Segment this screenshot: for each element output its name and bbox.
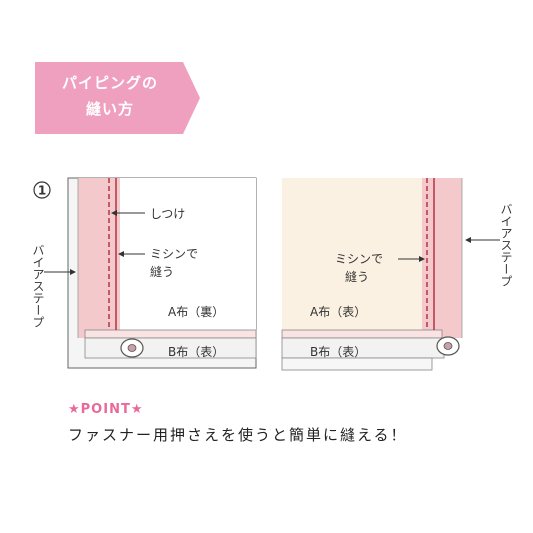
step-2-bias-tape-strip (422, 178, 462, 338)
step-1-machine-label-1: ミシンで (150, 247, 198, 261)
step-2-fabric-a-edge (281, 329, 443, 339)
step-2-fabric-b-label: B布（表） (310, 345, 366, 359)
step-1-fabric-b-label: B布（表） (168, 345, 224, 359)
step-2-fabric-b-bottom (281, 357, 433, 371)
bias-tape-strip (78, 178, 120, 338)
title-banner-shape (35, 62, 200, 134)
step-1-machine-label-2: 縫う (150, 264, 174, 279)
tip-text: ファスナー用押さえを使うと簡単に縫える！ (68, 426, 408, 444)
title-banner: パイピングの 縫い方 (35, 62, 200, 134)
fabric-a-edge (84, 329, 257, 339)
step-1-diagram: 1 しつけ ミシンで 縫う バイアステープ A布（裏） B布（表） (31, 177, 257, 369)
step-1-fabric-a-label: A布（裏） (168, 304, 224, 319)
step-2-fabric-a-label: A布（表） (310, 305, 366, 319)
step-2-machine-label-1: ミシンで (335, 252, 383, 266)
point-label: ★POINT★ (68, 402, 144, 417)
step-1-basting-label: しつけ (150, 207, 185, 221)
step-2-bias-tape-label: バイアステープ (499, 203, 513, 287)
title-line-2: 縫い方 (85, 100, 134, 118)
step-1-number-circle (33, 181, 51, 199)
step-2-diagram: 2 ミシンで 縫う バイアステープ A布（表） B布（表） (281, 178, 513, 371)
step-2-machine-label-2: 縫う (345, 269, 369, 284)
step-1-bias-tape-label: バイアステープ (31, 244, 45, 328)
title-line-1: パイピングの (61, 74, 158, 92)
step-1-number: 1 (38, 184, 46, 198)
